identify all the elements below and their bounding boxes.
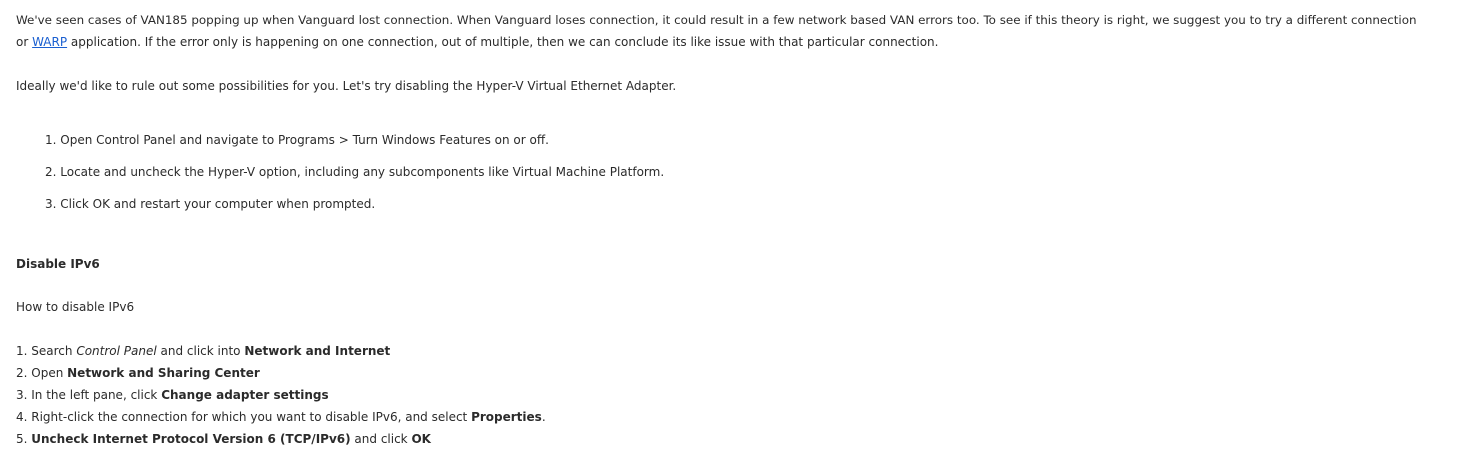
hyperv-step: 2. Locate and uncheck the Hyper-V option… [45, 165, 665, 179]
text: or [16, 35, 33, 49]
warp-link[interactable]: WARP [32, 35, 68, 49]
ipv6-step: 2. Open Network and Sharing Center [16, 365, 260, 381]
intro-line-1: We've seen cases of VAN185 popping up wh… [16, 13, 1417, 27]
intro-line-2: or WARP application. If the error only i… [16, 34, 938, 50]
text: 5. [16, 432, 32, 446]
text: Network and Sharing Center [67, 366, 260, 380]
text: Network and Internet [244, 344, 391, 358]
text: OK [411, 432, 431, 446]
text: 3. In the left pane, click [16, 388, 162, 402]
text: and click [350, 432, 412, 446]
hyperv-step: 3. Click OK and restart your computer wh… [45, 197, 376, 211]
text: application. If the error only is happen… [67, 35, 939, 49]
ipv6-subheading: How to disable IPv6 [16, 300, 135, 314]
text: 4. Right-click the connection for which … [16, 410, 472, 424]
ipv6-step: 1. Search Control Panel and click into N… [16, 343, 390, 359]
text: . [541, 410, 546, 424]
text: and click into [156, 344, 245, 358]
text: Change adapter settings [161, 388, 329, 402]
text: 1. Search [16, 344, 77, 358]
hyperv-step: 1. Open Control Panel and navigate to Pr… [45, 133, 549, 147]
ipv6-step: 5. Uncheck Internet Protocol Version 6 (… [16, 431, 431, 447]
text: Uncheck Internet Protocol Version 6 (TCP… [31, 432, 351, 446]
ipv6-step: 4. Right-click the connection for which … [16, 409, 546, 425]
hyperv-intro: Ideally we'd like to rule out some possi… [16, 79, 677, 93]
text: Properties [471, 410, 542, 424]
ipv6-step: 3. In the left pane, click Change adapte… [16, 387, 329, 403]
text: 2. Open [16, 366, 68, 380]
text: Control Panel [76, 344, 157, 358]
ipv6-heading: Disable IPv6 [16, 257, 100, 271]
